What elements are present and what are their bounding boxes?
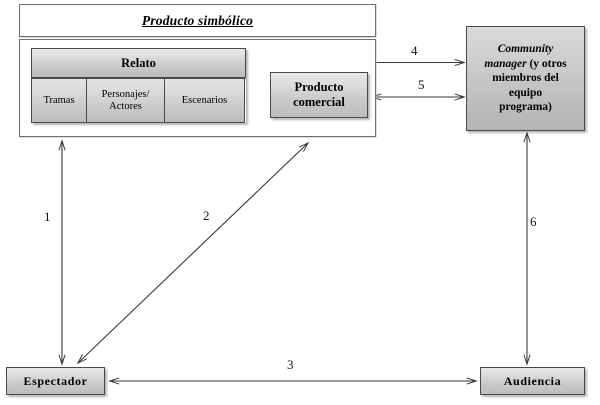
connector-label-5: 5 bbox=[418, 77, 425, 92]
producto-simbolico-title-bar: Producto simbólico bbox=[19, 4, 376, 37]
page-title: Producto simbólico bbox=[141, 12, 254, 28]
cm-line2-rest: (y otros bbox=[526, 57, 567, 70]
personajes-label-line2: Actores bbox=[109, 100, 142, 112]
cm-line4: equipo bbox=[508, 86, 543, 99]
connector-label-4: 4 bbox=[411, 43, 418, 58]
relato-box[interactable]: Relato bbox=[31, 48, 246, 78]
audiencia-label: Audiencia bbox=[503, 373, 562, 388]
community-manager-box[interactable]: Community manager (y otros miembros del … bbox=[466, 26, 585, 131]
audiencia-box[interactable]: Audiencia bbox=[480, 367, 585, 395]
producto-comercial-box[interactable]: Producto comercial bbox=[270, 72, 368, 118]
espectador-label: Espectador bbox=[23, 373, 88, 388]
personajes-actores-cell[interactable]: Personajes/ Actores bbox=[86, 78, 165, 123]
cm-line5: programa) bbox=[499, 101, 552, 114]
relato-label: Relato bbox=[121, 55, 156, 70]
escenarios-label: Escenarios bbox=[181, 94, 228, 106]
connector-label-1: 1 bbox=[44, 209, 51, 224]
producto-comercial-label-line1: Producto bbox=[294, 80, 344, 94]
tramas-label: Tramas bbox=[43, 94, 75, 106]
tramas-cell[interactable]: Tramas bbox=[31, 78, 87, 123]
escenarios-cell[interactable]: Escenarios bbox=[164, 78, 245, 123]
connector-label-2: 2 bbox=[203, 208, 210, 223]
connector-label-3: 3 bbox=[287, 357, 294, 372]
relato-subcomponents: Tramas Personajes/ Actores Escenarios bbox=[31, 78, 246, 123]
community-manager-text: Community manager (y otros miembros del … bbox=[484, 42, 566, 115]
producto-comercial-label-line2: comercial bbox=[293, 95, 345, 109]
connector-label-6: 6 bbox=[530, 214, 537, 229]
personajes-label-line1: Personajes/ bbox=[101, 88, 150, 100]
espectador-box[interactable]: Espectador bbox=[6, 367, 105, 395]
connector-2 bbox=[78, 143, 308, 363]
cm-line2-italic: manager bbox=[484, 57, 527, 70]
cm-line1: Community bbox=[497, 43, 554, 56]
cm-line3: miembros del bbox=[492, 72, 559, 85]
